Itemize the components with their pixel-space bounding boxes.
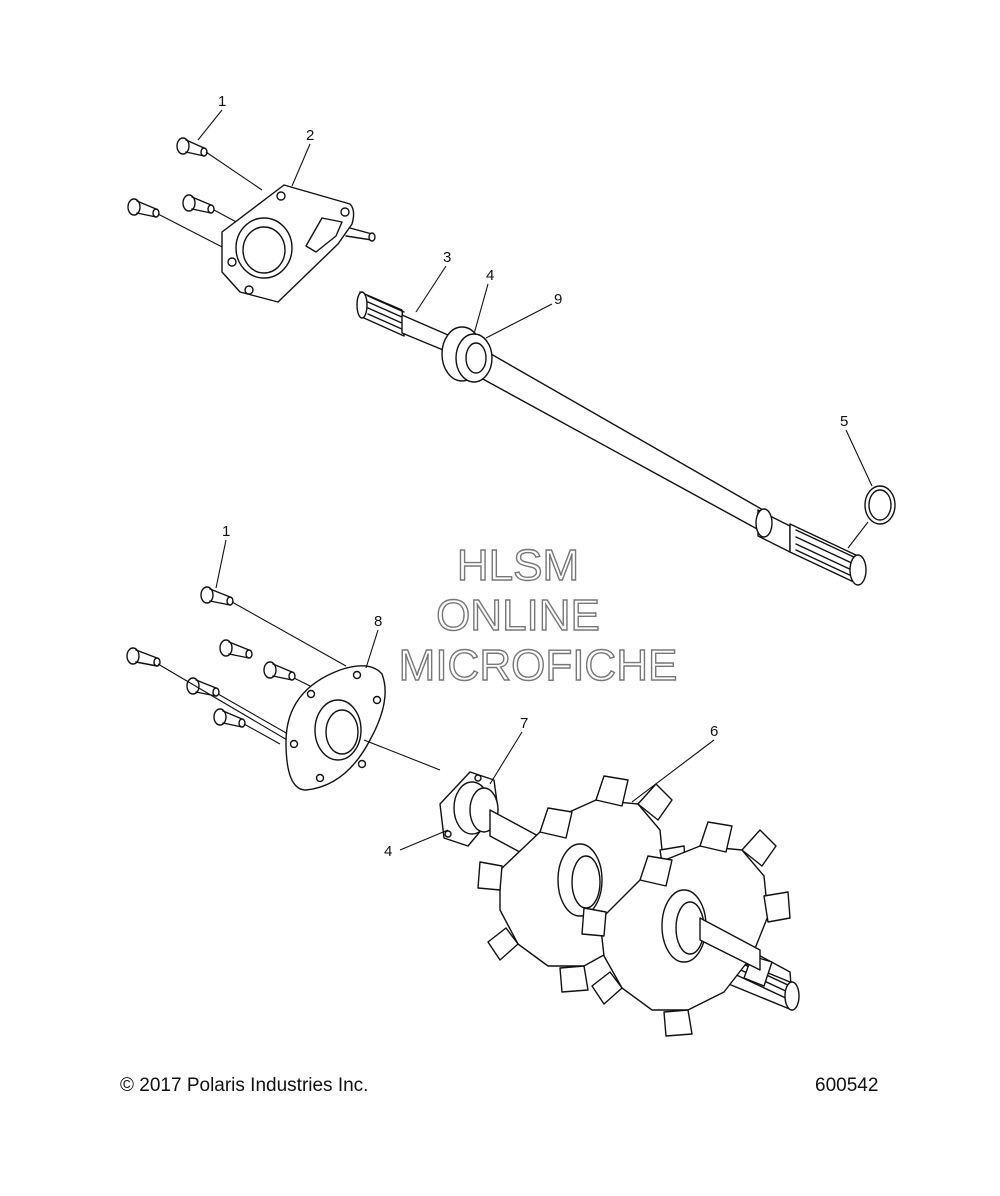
callout-4-lower: 4	[384, 843, 392, 860]
rivet-top-2	[127, 198, 160, 218]
watermark-line-2: ONLINE	[436, 591, 600, 640]
copyright-text: © 2017 Polaris Industries Inc.	[120, 1075, 369, 1096]
callout-4-upper: 4	[486, 267, 494, 284]
callout-2: 2	[306, 127, 314, 144]
rivet-bottom-1	[200, 586, 234, 606]
drive-bearing	[439, 771, 499, 847]
rivet-top-3	[182, 194, 215, 214]
callout-9: 9	[554, 291, 562, 308]
callout-7: 7	[520, 715, 528, 732]
flange-plate	[221, 184, 376, 303]
watermark-line-1: HLSM	[457, 541, 579, 590]
rivet-bottom-6	[213, 708, 246, 728]
upper-drive-shaft	[356, 291, 867, 586]
callout-8: 8	[374, 613, 382, 630]
rivet-bottom-3	[219, 639, 253, 659]
callout-1-upper: 1	[218, 93, 226, 110]
rivet-top-1	[176, 137, 208, 157]
callout-5: 5	[840, 413, 848, 430]
callout-3: 3	[443, 249, 451, 266]
callout-6: 6	[710, 723, 718, 740]
rivet-bottom-4	[263, 661, 296, 681]
rivet-bottom-5	[186, 677, 220, 697]
bearing-flange	[285, 665, 386, 791]
rivet-bottom-2	[126, 647, 161, 667]
diagram-part-number: 600542	[815, 1075, 879, 1096]
watermark-line-3: MICROFICHE	[399, 641, 678, 690]
callout-1-lower: 1	[222, 523, 230, 540]
snap-ring	[864, 485, 896, 525]
